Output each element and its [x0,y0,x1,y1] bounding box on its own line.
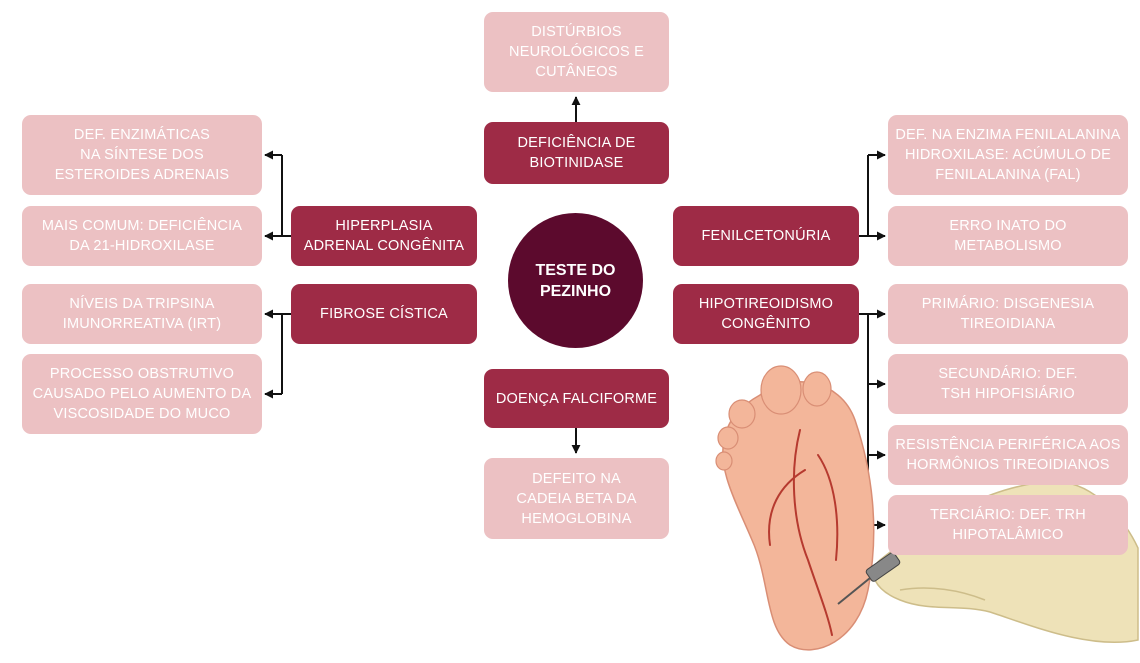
biotinidase-node: DEFICIÊNCIA DE BIOTINIDASE [484,122,669,184]
hipotireoidismo-detail-1: PRIMÁRIO: DISGENESIA TIREOIDIANA [888,284,1128,344]
toe-1 [760,365,802,415]
toe-4 [715,451,733,471]
fibrose-node: FIBROSE CÍSTICA [291,284,477,344]
falciforme-node: DOENÇA FALCIFORME [484,369,669,428]
fenilcetonuria-detail-2: ERRO INATO DO METABOLISMO [888,206,1128,266]
fenilcetonuria-node: FENILCETONÚRIA [673,206,859,266]
hiperplasia-detail-2: MAIS COMUM: DEFICIÊNCIA DA 21-HIDROXILAS… [22,206,262,266]
hiperplasia-node: HIPERPLASIA ADRENAL CONGÊNITA [291,206,477,266]
fibrose-detail-1: NÍVEIS DA TRIPSINA IMUNORREATIVA (IRT) [22,284,262,344]
center-node-teste-do-pezinho: TESTE DO PEZINHO [508,213,643,348]
biotinidase-detail: DISTÚRBIOS NEUROLÓGICOS E CUTÂNEOS [484,12,669,92]
hiperplasia-detail-1: DEF. ENZIMÁTICAS NA SÍNTESE DOS ESTEROID… [22,115,262,195]
toe-5 [802,371,832,407]
toe-3 [717,426,739,450]
hipotireoidismo-detail-4: TERCIÁRIO: DEF. TRH HIPOTALÂMICO [888,495,1128,555]
toe-2 [728,399,756,429]
hipotireoidismo-detail-3: RESISTÊNCIA PERIFÉRICA AOS HORMÔNIOS TIR… [888,425,1128,485]
fenilcetonuria-detail-1: DEF. NA ENZIMA FENILALANINA HIDROXILASE:… [888,115,1128,195]
hipotireoidismo-detail-2: SECUNDÁRIO: DEF. TSH HIPOFISIÁRIO [888,354,1128,414]
hipotireoidismo-node: HIPOTIREOIDISMO CONGÊNITO [673,284,859,344]
fibrose-detail-2: PROCESSO OBSTRUTIVO CAUSADO PELO AUMENTO… [22,354,262,434]
lancet-icon [837,552,901,605]
falciforme-detail: DEFEITO NA CADEIA BETA DA HEMOGLOBINA [484,458,669,539]
